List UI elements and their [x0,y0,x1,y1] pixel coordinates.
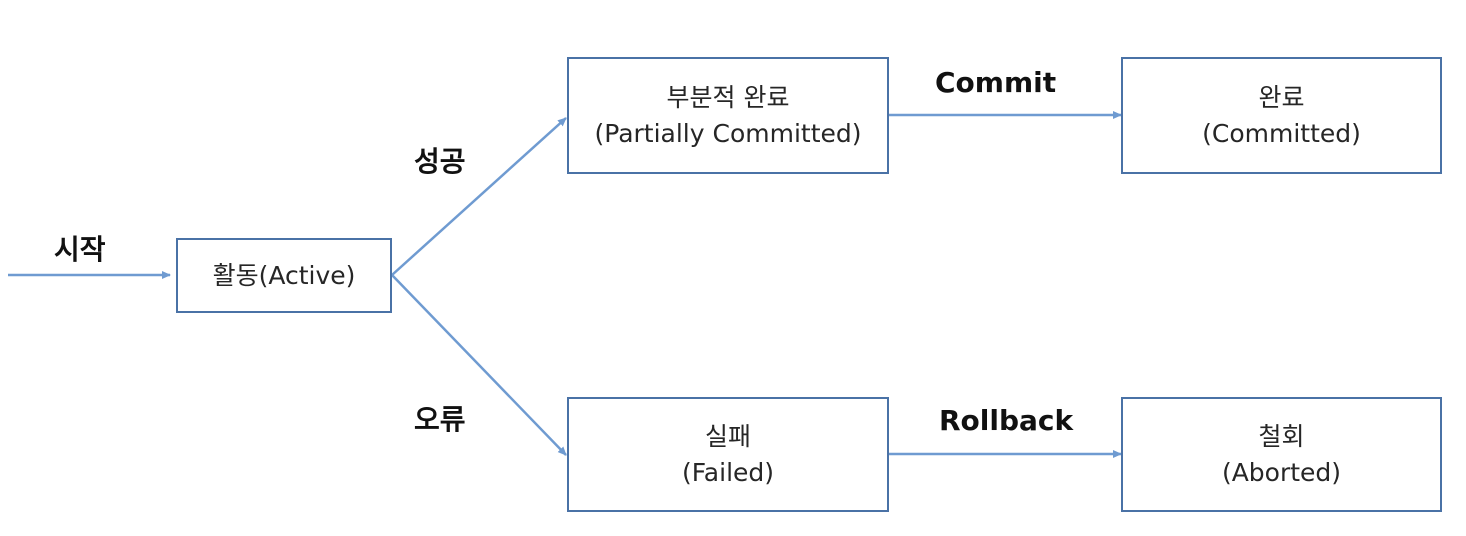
committed-state-node: 완료 (Committed) [1121,57,1442,174]
success-label: 성공 [414,145,466,178]
failed-state-node: 실패 (Failed) [567,397,889,512]
failed-subtitle: (Failed) [681,457,775,487]
partially-committed-title: 부분적 완료 [666,82,790,112]
rollback-label: Rollback [939,404,1074,437]
error-arrow [391,274,567,456]
commit-label: Commit [935,66,1057,99]
partially-committed-subtitle: (Partially Committed) [594,118,862,148]
committed-title: 완료 [1258,82,1305,112]
start-label: 시작 [54,233,106,266]
partially-committed-state-node: 부분적 완료 (Partially Committed) [567,57,889,174]
aborted-state-node: 철회 (Aborted) [1121,397,1442,512]
error-label: 오류 [414,403,466,436]
aborted-subtitle: (Aborted) [1221,457,1342,487]
failed-title: 실패 [704,421,751,451]
aborted-title: 철회 [1258,421,1305,451]
committed-subtitle: (Committed) [1202,118,1361,148]
success-arrow [391,117,567,276]
active-state-label: 활동(Active) [212,260,356,290]
active-state-node: 활동(Active) [176,238,392,313]
